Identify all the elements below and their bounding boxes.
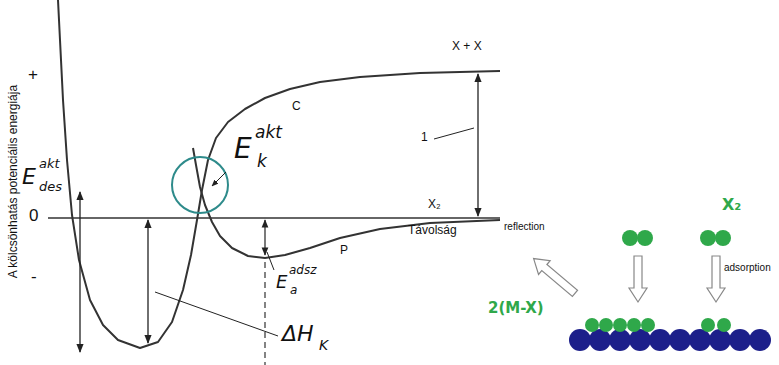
desorption-arrow — [79, 192, 80, 352]
leader-line — [212, 172, 226, 186]
enthalpy-subscript: K — [319, 338, 328, 353]
curve-label: C — [292, 100, 301, 113]
curve-label: P — [340, 244, 348, 257]
adsorbed-atoms — [585, 318, 731, 332]
energy-superscript: adsz — [289, 264, 317, 277]
incoming-arrow — [629, 256, 647, 302]
chemisorption-curve — [58, 0, 500, 348]
energy-symbol: E — [22, 165, 36, 189]
surface-atoms — [569, 329, 771, 351]
energy-subscript: des — [39, 180, 62, 194]
energy-symbol: E — [276, 272, 287, 292]
dashed-line — [264, 262, 265, 365]
axis-title: Távolság — [408, 224, 457, 237]
energy-superscript: akt — [255, 123, 282, 142]
curve-label: X + X — [452, 40, 482, 53]
axis-sign: - — [31, 268, 37, 287]
activation-circle — [172, 157, 228, 213]
axis-sign: + — [28, 66, 38, 85]
enthalpy-arrow — [147, 220, 148, 343]
callout-number: 1 — [421, 131, 428, 144]
leader-line — [434, 128, 474, 139]
energy-superscript: akt — [39, 157, 60, 171]
curve-label: X₂ — [428, 198, 441, 211]
incoming-arrow — [707, 256, 725, 302]
leader-line — [155, 292, 278, 336]
energy-subscript: a — [290, 284, 297, 297]
leader-line — [267, 252, 274, 270]
gas-molecules — [622, 230, 731, 246]
axis-zero: 0 — [29, 207, 38, 226]
reflection-arrow — [528, 252, 581, 300]
surface-label: 2(M-X) — [488, 300, 544, 317]
process-label: reflection — [504, 221, 545, 232]
molecule-label: X₂ — [722, 196, 741, 214]
energy-subscript: k — [257, 152, 267, 171]
dissociation-arrow — [477, 74, 478, 216]
energy-symbol: E — [234, 134, 252, 165]
enthalpy-symbol: ΔH — [282, 322, 314, 346]
adsorption-arrow — [264, 220, 265, 255]
process-label: adsorption — [724, 262, 771, 273]
zero-line — [48, 217, 500, 218]
axis-title: A kölcsönhatás potenciális energiája — [7, 85, 20, 278]
